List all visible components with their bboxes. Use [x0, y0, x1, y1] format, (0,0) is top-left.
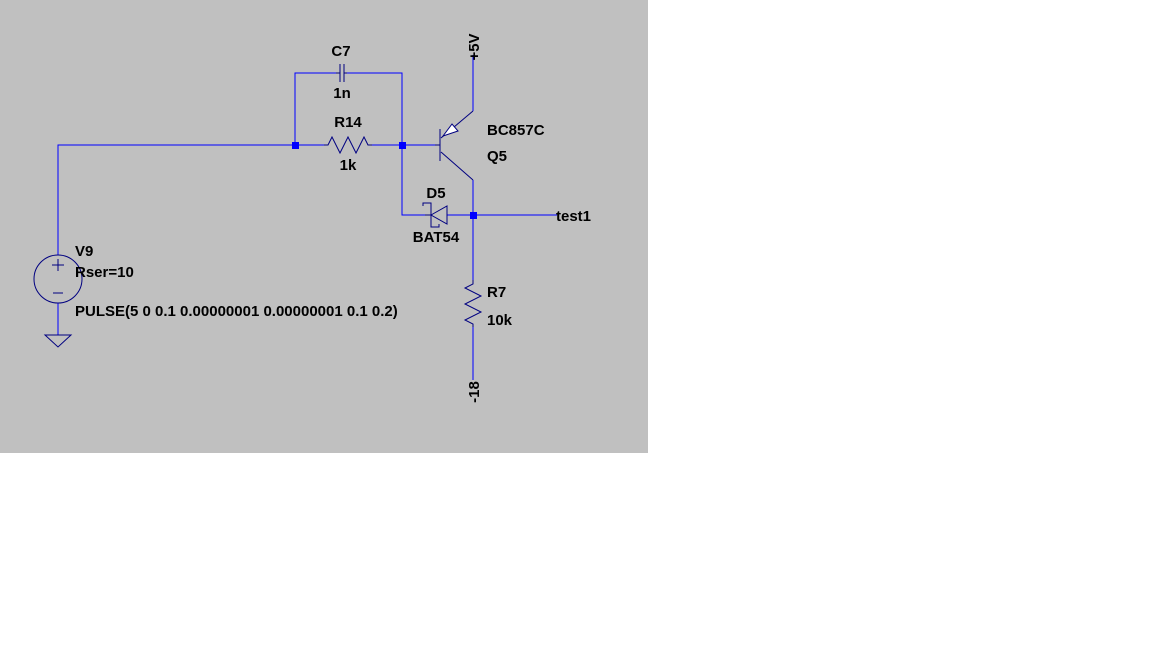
- wire-c7-left: [294, 72, 336, 145]
- d5-symbol[interactable]: [422, 202, 448, 228]
- net-label-supply-pos[interactable]: +5V: [466, 33, 483, 60]
- v9-rser-label: Rser=10: [75, 264, 134, 281]
- v9-name-label: V9: [75, 243, 93, 260]
- ground-icon: [43, 334, 73, 348]
- symbols: [33, 64, 483, 348]
- junction-dot: [292, 142, 299, 149]
- net-label-supply-neg[interactable]: -18: [466, 381, 483, 403]
- schematic-background: [0, 0, 648, 453]
- voltage-source-icon[interactable]: [33, 254, 83, 304]
- v9-value-label: PULSE(5 0 0.1 0.00000001 0.00000001 0.1 …: [75, 303, 398, 320]
- junction-dot: [470, 212, 477, 219]
- r7-name-label: R7: [487, 284, 506, 301]
- junction-dot: [399, 142, 406, 149]
- q5-model-label: BC857C: [487, 122, 545, 139]
- r14-symbol[interactable]: [324, 135, 372, 155]
- net-label-test1[interactable]: test1: [556, 208, 591, 225]
- wire-c7-right: [347, 72, 403, 145]
- q5-name-label: Q5: [487, 148, 507, 165]
- r7-value-label: 10k: [487, 312, 513, 329]
- r14-value-label: 1k: [340, 157, 357, 174]
- wire-diode-anode: [401, 145, 425, 216]
- labels: C7 1n R14 1k BC857C Q5 D5 BAT54 R7 10k t…: [75, 33, 591, 402]
- r7-symbol[interactable]: [463, 280, 483, 327]
- c7-name-label: C7: [331, 43, 350, 60]
- wire-input: [57, 144, 295, 255]
- d5-name-label: D5: [426, 185, 445, 202]
- wires: [57, 55, 557, 380]
- c7-value-label: 1n: [333, 85, 351, 102]
- r14-name-label: R14: [334, 114, 362, 131]
- c7-symbol[interactable]: [336, 64, 347, 82]
- junctions: [292, 142, 477, 219]
- d5-model-label: BAT54: [413, 229, 460, 246]
- q5-symbol[interactable]: [435, 110, 474, 181]
